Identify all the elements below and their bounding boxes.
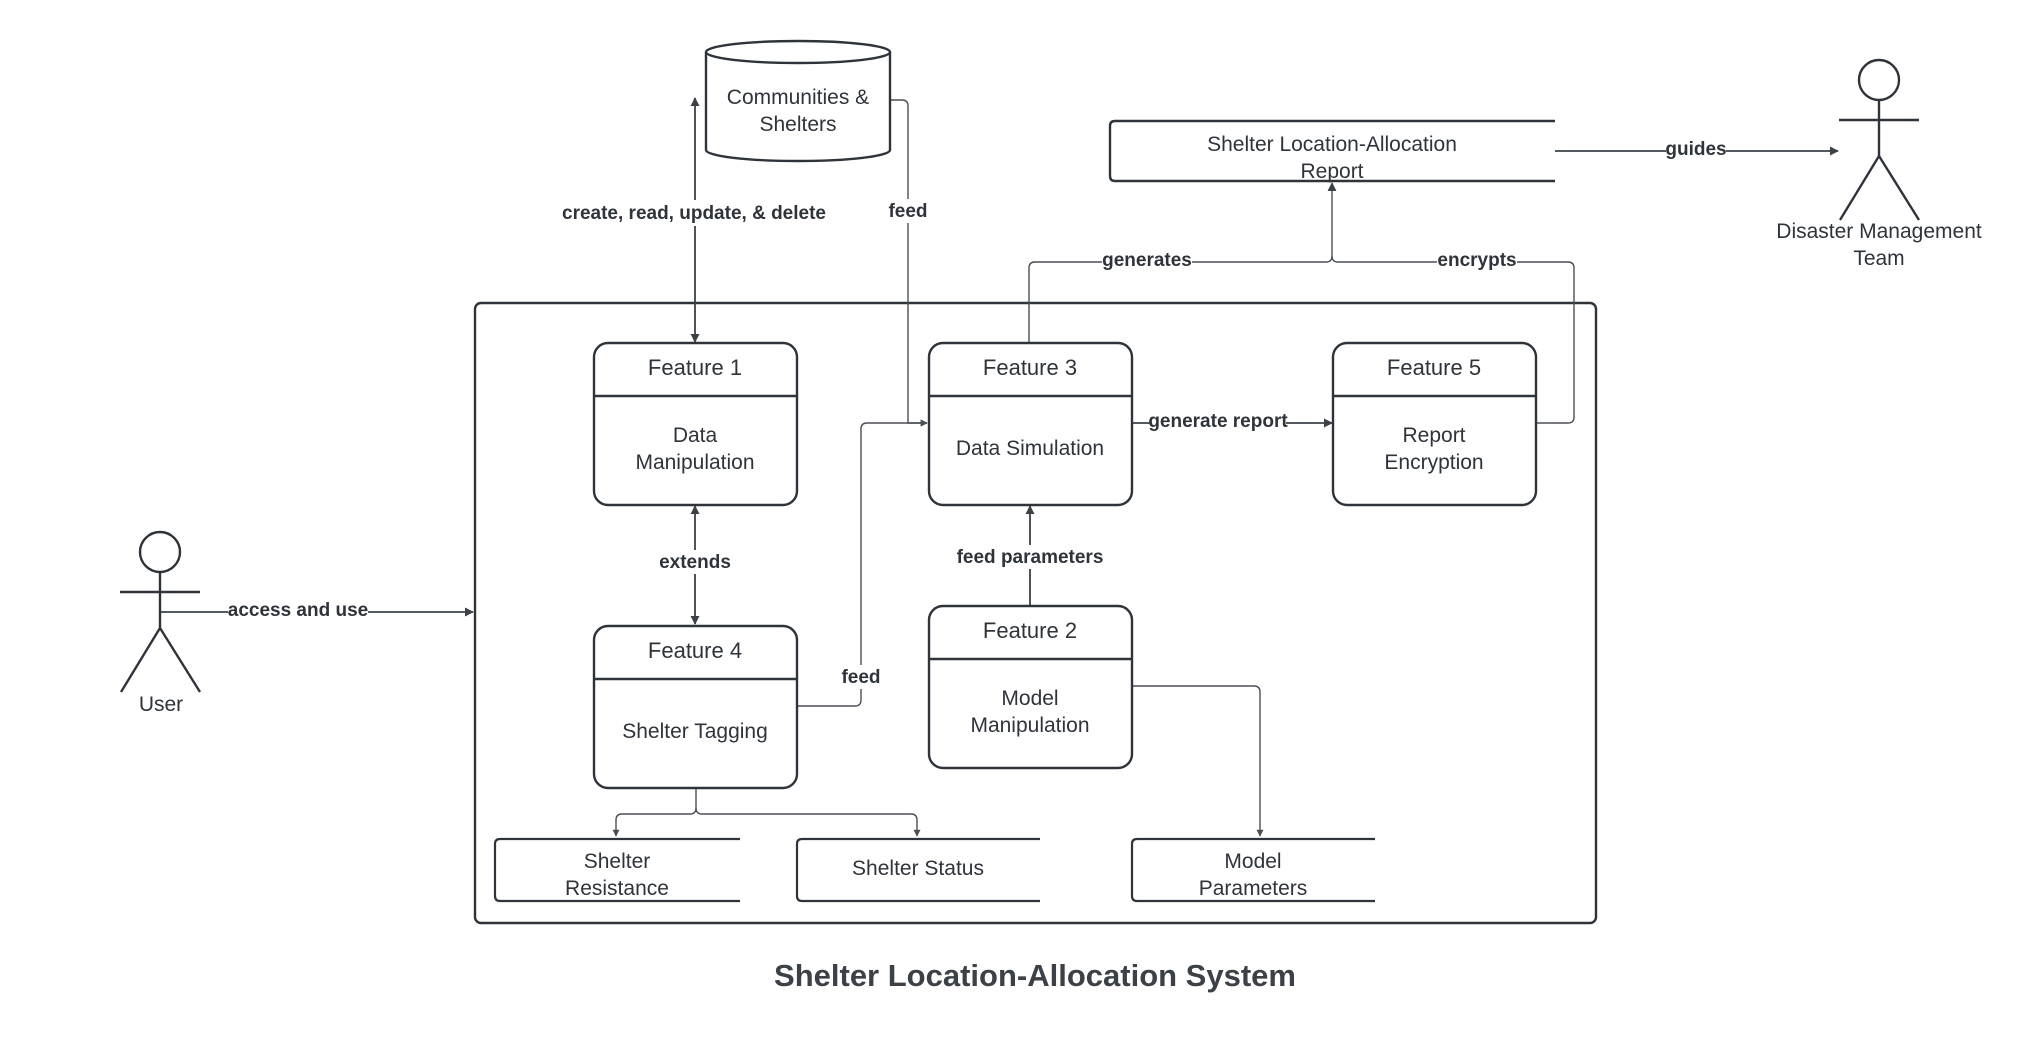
feature-1-header: Feature 1 xyxy=(648,355,742,380)
feature-1-data-manipulation[interactable]: Feature 1 Data Manipulation xyxy=(592,341,799,507)
feature-4-shelter-tagging[interactable]: Feature 4 Shelter Tagging xyxy=(592,624,799,790)
edge-label-db-feed: feed xyxy=(885,199,931,223)
feature-4-label: Shelter Tagging xyxy=(622,720,768,743)
store-shelter-resistance-line1: Shelter xyxy=(584,850,651,873)
feature-2-label-line1: Model xyxy=(1001,687,1058,710)
svg-text:feed parameters: feed parameters xyxy=(957,547,1104,568)
edge-f4-feed xyxy=(796,419,928,707)
actor-team-label-line1: Disaster Management xyxy=(1776,220,1982,243)
svg-text:guides: guides xyxy=(1665,139,1726,160)
edge-label-generate-report: generate report xyxy=(1148,410,1288,434)
diagram-title: Shelter Location-Allocation System xyxy=(774,958,1296,993)
store-shelter-resistance[interactable]: Shelter Resistance xyxy=(493,837,740,903)
store-shelter-status-label: Shelter Status xyxy=(852,857,984,880)
feature-3-header: Feature 3 xyxy=(983,355,1077,380)
actor-user[interactable]: User xyxy=(119,530,202,716)
actor-user-label: User xyxy=(139,693,183,716)
svg-text:feed: feed xyxy=(888,201,927,222)
edge-label-feed-parameters: feed parameters xyxy=(955,545,1105,569)
actor-team-label-line2: Team xyxy=(1853,247,1904,270)
svg-text:generate report: generate report xyxy=(1148,411,1288,432)
svg-text:access and use: access and use xyxy=(228,600,368,621)
feature-4-header: Feature 4 xyxy=(648,638,742,663)
feature-5-label-line1: Report xyxy=(1402,424,1465,447)
feature-2-model-manipulation[interactable]: Feature 2 Model Manipulation xyxy=(927,604,1134,770)
edge-db-feed xyxy=(888,99,928,427)
feature-1-label-line1: Data xyxy=(673,424,718,447)
edge-f4-resistance xyxy=(612,787,697,837)
database-label-line2: Shelters xyxy=(759,113,836,136)
feature-2-label-line2: Manipulation xyxy=(970,714,1089,737)
feature-3-data-simulation[interactable]: Feature 3 Data Simulation xyxy=(927,341,1134,507)
edge-label-access-and-use: access and use xyxy=(228,598,368,622)
system-boundary xyxy=(473,301,1598,925)
edge-label-encrypts: encrypts xyxy=(1437,249,1517,273)
store-model-parameters-line2: Parameters xyxy=(1199,877,1308,900)
edge-label-generates: generates xyxy=(1102,249,1192,273)
svg-text:feed: feed xyxy=(841,667,880,688)
edge-f2-params xyxy=(1131,685,1264,837)
svg-text:generates: generates xyxy=(1102,250,1192,271)
report-label-line2: Report xyxy=(1300,160,1363,183)
edge-label-extends: extends xyxy=(656,550,734,574)
database-communities-shelters[interactable]: Communities & Shelters xyxy=(704,39,892,163)
edge-label-guides: guides xyxy=(1665,138,1727,162)
report-label-line1: Shelter Location-Allocation xyxy=(1207,133,1457,156)
feature-5-report-encryption[interactable]: Feature 5 Report Encryption xyxy=(1331,341,1538,507)
svg-text:encrypts: encrypts xyxy=(1437,250,1516,271)
store-model-parameters[interactable]: Model Parameters xyxy=(1130,837,1375,903)
edge-encrypts xyxy=(1331,255,1575,424)
feature-2-header: Feature 2 xyxy=(983,618,1077,643)
store-model-parameters-line1: Model xyxy=(1224,850,1281,873)
actor-disaster-management-team[interactable]: Disaster Management Team xyxy=(1776,58,1982,270)
store-shelter-resistance-line2: Resistance xyxy=(565,877,669,900)
feature-5-label-line2: Encryption xyxy=(1384,451,1483,474)
edge-label-crud: create, read, update, & delete xyxy=(562,200,826,226)
store-shelter-status[interactable]: Shelter Status xyxy=(795,837,1040,903)
feature-1-label-line2: Manipulation xyxy=(635,451,754,474)
report-document[interactable]: Shelter Location-Allocation Report xyxy=(1108,119,1555,183)
feature-3-label: Data Simulation xyxy=(956,437,1104,460)
feature-5-header: Feature 5 xyxy=(1387,355,1481,380)
database-label-line1: Communities & xyxy=(727,86,869,109)
svg-text:extends: extends xyxy=(659,552,731,573)
edge-label-f4-feed: feed xyxy=(838,665,884,689)
edge-f4-status xyxy=(695,807,921,837)
svg-text:create, read, update, & delet: create, read, update, & delete xyxy=(562,203,826,224)
